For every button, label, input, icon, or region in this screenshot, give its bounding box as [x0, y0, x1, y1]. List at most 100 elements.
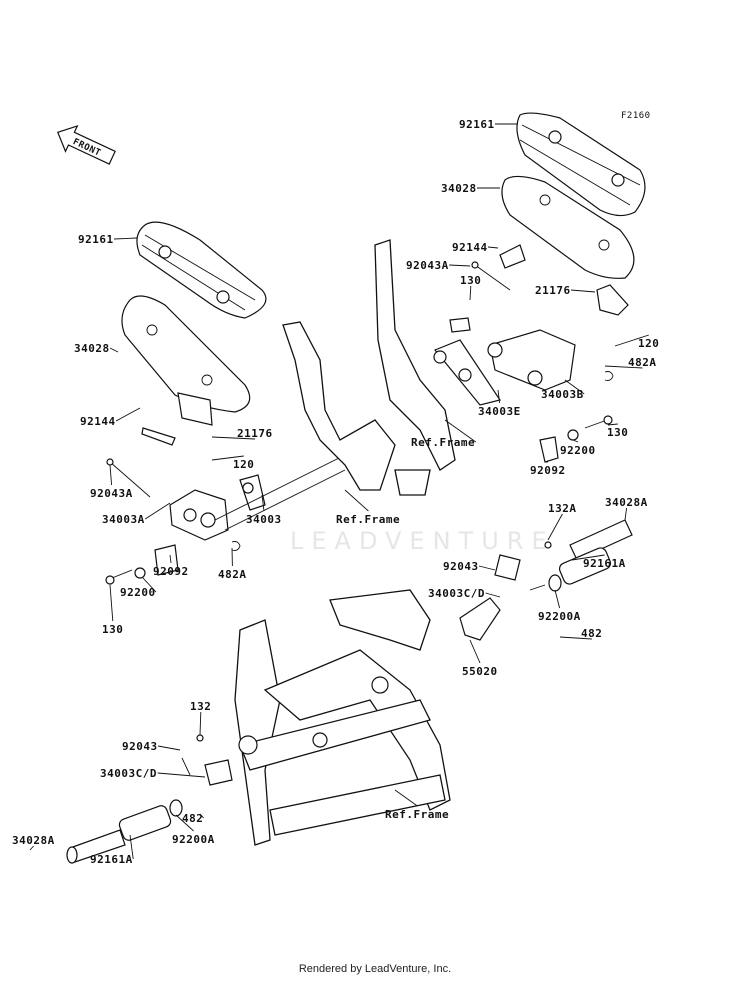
part-label: 482A	[218, 568, 247, 581]
leader-line	[129, 834, 134, 860]
part-label: 92043A	[90, 487, 133, 500]
part-label: 92200A	[172, 833, 215, 846]
part-label: 482	[182, 812, 203, 825]
part-label: 55020	[462, 665, 498, 678]
leader-line	[604, 365, 643, 369]
part-label: 92161A	[583, 557, 626, 570]
part-label: 482A	[628, 356, 657, 369]
left-bracket	[105, 392, 266, 585]
leader-line	[344, 489, 369, 512]
part-label: 120	[233, 458, 254, 471]
leader-line	[169, 554, 172, 564]
leader-line	[497, 389, 501, 404]
leader-line	[211, 455, 244, 461]
part-label: 34028A	[12, 834, 55, 847]
leader-line	[554, 589, 561, 609]
part-label: 92144	[452, 241, 488, 254]
part-label: 92200	[560, 444, 596, 457]
part-label: 132	[190, 700, 211, 713]
lower-frame	[234, 589, 451, 846]
leader-line	[261, 494, 265, 512]
part-label: 92200	[120, 586, 156, 599]
part-label: 92043	[122, 740, 158, 753]
part-label: 34003C/D	[100, 767, 157, 780]
part-number-labels: 92161 34028 92144 21176 120 92043A 34003A 34003…	[12, 111, 659, 866]
left-pivot-shaft	[214, 454, 346, 521]
leader-line	[547, 513, 563, 541]
part-label: 482	[581, 627, 602, 640]
leader-line	[624, 507, 628, 521]
part-label: 92144	[80, 415, 116, 428]
leader-line	[570, 289, 596, 293]
leader-line	[211, 436, 256, 440]
part-label: 92043A	[406, 259, 449, 272]
leader-line	[614, 334, 649, 347]
leader-line	[113, 237, 138, 240]
diagram-code: F2160	[621, 111, 651, 121]
leader-line	[144, 502, 171, 520]
part-label: Ref.Frame	[411, 436, 475, 449]
part-label: 92161A	[90, 853, 133, 866]
leader-line	[559, 636, 592, 640]
part-label: 34003	[246, 513, 282, 526]
leader-line	[444, 419, 477, 443]
part-label: 21176	[535, 284, 571, 297]
leader-line	[29, 845, 34, 851]
leader-line	[571, 554, 605, 561]
right-bracket	[433, 244, 629, 463]
leader-line	[469, 639, 481, 664]
leader-line	[109, 584, 114, 622]
watermark: LEADVENTURE	[290, 527, 555, 555]
right-passenger-peg	[459, 519, 633, 641]
part-label: 130	[607, 426, 628, 439]
part-label: 34003A	[102, 513, 145, 526]
part-label: 130	[460, 274, 481, 287]
leader-line	[109, 347, 119, 353]
part-label: 34028	[441, 182, 477, 195]
part-label: 120	[638, 337, 659, 350]
leader-line	[394, 789, 418, 807]
leader-line	[485, 592, 501, 598]
leader-line	[449, 264, 471, 267]
leader-line	[142, 577, 157, 593]
leader-line	[157, 745, 181, 751]
right-floorboard-cover	[516, 112, 646, 217]
part-label: 132A	[548, 502, 577, 515]
leader-line	[572, 439, 579, 443]
leader-line	[199, 813, 204, 819]
leader-line	[109, 464, 113, 486]
left-pivot-shaft-edge	[224, 469, 346, 531]
leader-line	[469, 285, 472, 301]
part-label: 92200A	[538, 610, 581, 623]
part-label: 21176	[237, 427, 273, 440]
part-label: 34003B	[541, 388, 584, 401]
leader-line	[607, 423, 618, 426]
part-label: 92092	[153, 565, 189, 578]
footer-credit: Rendered by LeadVenture, Inc.	[298, 963, 452, 975]
leader-line	[175, 814, 194, 832]
front-arrow-icon: FRONT	[57, 124, 116, 165]
upper-frame	[282, 239, 456, 496]
part-label: 92161	[78, 233, 114, 246]
leader-line	[115, 407, 141, 422]
part-label: 34028A	[605, 496, 648, 509]
part-label: 92043	[443, 560, 479, 573]
left-floorboard	[121, 295, 251, 413]
leader-line	[478, 565, 496, 571]
part-label: 34028	[74, 342, 110, 355]
left-passenger-peg	[66, 734, 233, 864]
leader-line	[157, 772, 206, 778]
part-label: 130	[102, 623, 123, 636]
leader-line	[564, 379, 585, 395]
part-label: Ref.Frame	[336, 513, 400, 526]
part-label: 34003C/D	[428, 587, 485, 600]
right-floorboard	[501, 175, 635, 279]
leader-line	[199, 711, 202, 736]
part-label: 34003E	[478, 405, 521, 418]
part-label: Ref.Frame	[385, 808, 449, 821]
leader-line	[487, 246, 499, 249]
part-label: 92092	[530, 464, 566, 477]
left-floorboard-cover	[136, 221, 267, 319]
part-label: 92161	[459, 118, 495, 131]
